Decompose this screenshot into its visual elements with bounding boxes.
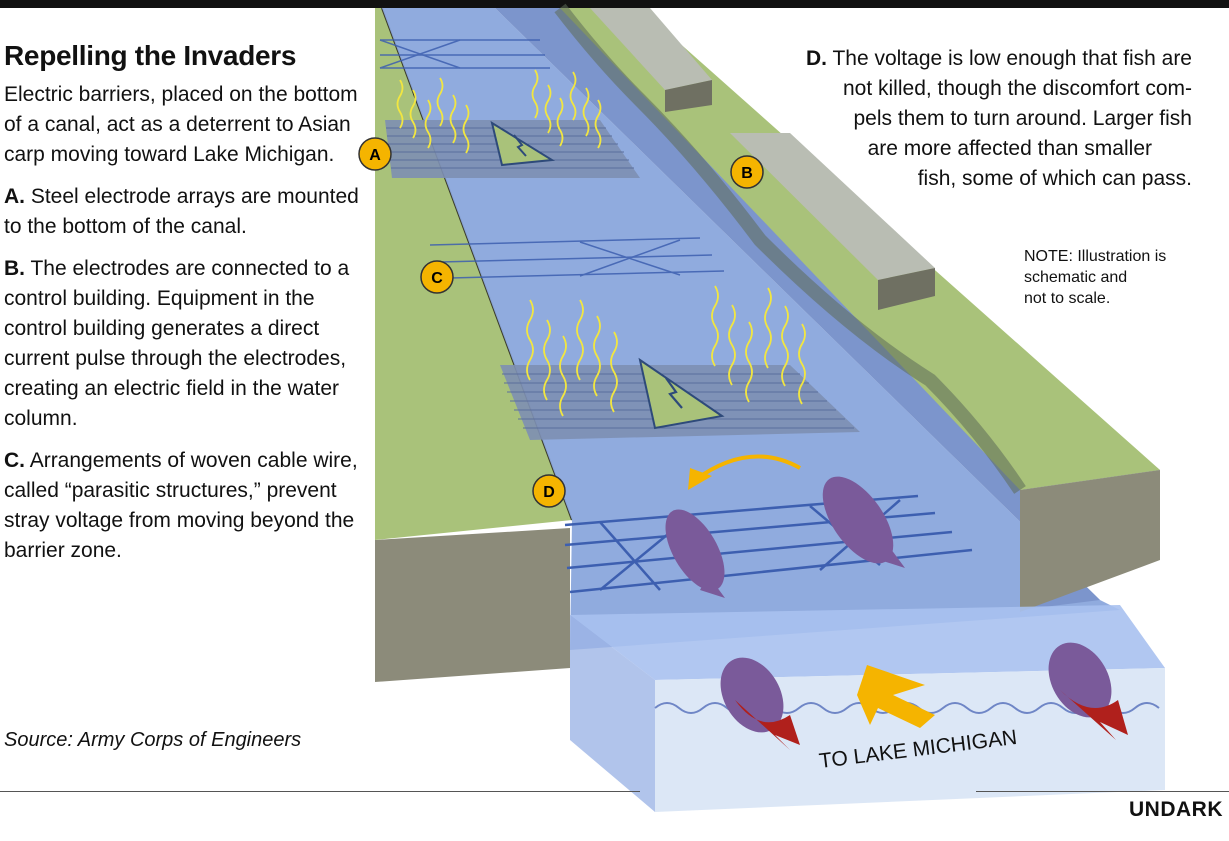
item-c: C. Arrangements of woven cable wire, cal… [4, 446, 364, 566]
note-d-line-4: are more affected than smaller [867, 137, 1152, 160]
marker-b: B [730, 155, 764, 189]
item-a-text: Steel electrode arrays are mounted to th… [4, 185, 359, 238]
item-a: A. Steel electrode arrays are mounted to… [4, 182, 364, 242]
fish-front-right [1048, 642, 1128, 740]
upstream-arrow-icon [857, 665, 935, 728]
note-d-line-2: not killed, though the discomfort com- [842, 77, 1192, 100]
marker-d-label: D [543, 484, 555, 501]
warning-sign-near-icon [638, 357, 725, 430]
note-d-letter: D. [805, 47, 827, 70]
marker-c: C [420, 260, 454, 294]
electric-field-near [526, 285, 806, 417]
turn-around-arrow [693, 454, 801, 482]
control-building-near [730, 133, 935, 310]
marker-b-label: B [741, 165, 753, 182]
item-a-letter: A. [4, 185, 25, 208]
fish-turning-1 [665, 509, 725, 598]
parasitic-structure-c [429, 237, 725, 279]
fish-turning-2 [822, 476, 905, 568]
marker-c-label: C [431, 270, 443, 287]
note-d: D. The voltage is low enough that fish a… [700, 44, 1192, 194]
electrode-array-a [385, 120, 640, 178]
turn-arrow-head [688, 468, 712, 490]
note-d-text-1: The voltage is low enough that fish are [832, 47, 1192, 70]
right-bank-edge [554, 3, 1026, 494]
intro-text: Electric barriers, placed on the bottom … [4, 83, 358, 166]
scale-note: NOTE: Illustration is schematic and not … [1024, 246, 1224, 309]
note-d-line-5: fish, some of which can pass. [917, 167, 1192, 190]
right-canal-wall [1020, 470, 1160, 612]
marker-a: A [358, 137, 392, 171]
note-d-line-1: D. The voltage is low enough that fish a… [700, 44, 1192, 74]
bottom-rule-left [0, 791, 640, 792]
control-building-far [590, 8, 712, 112]
parasitic-structure-far [379, 39, 550, 69]
scale-note-line-3: not to scale. [1024, 290, 1111, 307]
scale-note-line-1: NOTE: Illustration is [1024, 248, 1167, 265]
item-c-letter: C. [4, 449, 25, 472]
marker-d: D [532, 474, 566, 508]
brand-logo: UNDARK [1129, 798, 1223, 821]
source-credit: Source: Army Corps of Engineers [4, 729, 302, 751]
text-column: Repelling the Invaders Electric barriers… [4, 40, 364, 578]
bottom-rule-right [976, 791, 1229, 792]
scale-note-line-2: schematic and [1024, 269, 1128, 286]
electric-field-a [396, 69, 602, 154]
top-rule [0, 0, 1229, 8]
item-b: B. The electrodes are connected to a con… [4, 254, 364, 434]
fish-front-left [720, 657, 800, 750]
item-b-text: The electrodes are connected to a contro… [4, 257, 350, 430]
item-b-letter: B. [4, 257, 25, 280]
marker-a-label: A [369, 147, 381, 164]
electrode-array-near [500, 357, 860, 440]
note-d-line-3: pels them to turn around. Larger fish [853, 107, 1192, 130]
item-c-text: Arrangements of woven cable wire, called… [4, 449, 358, 562]
page-title: Repelling the Invaders [4, 40, 297, 71]
left-canal-wall [375, 528, 570, 682]
